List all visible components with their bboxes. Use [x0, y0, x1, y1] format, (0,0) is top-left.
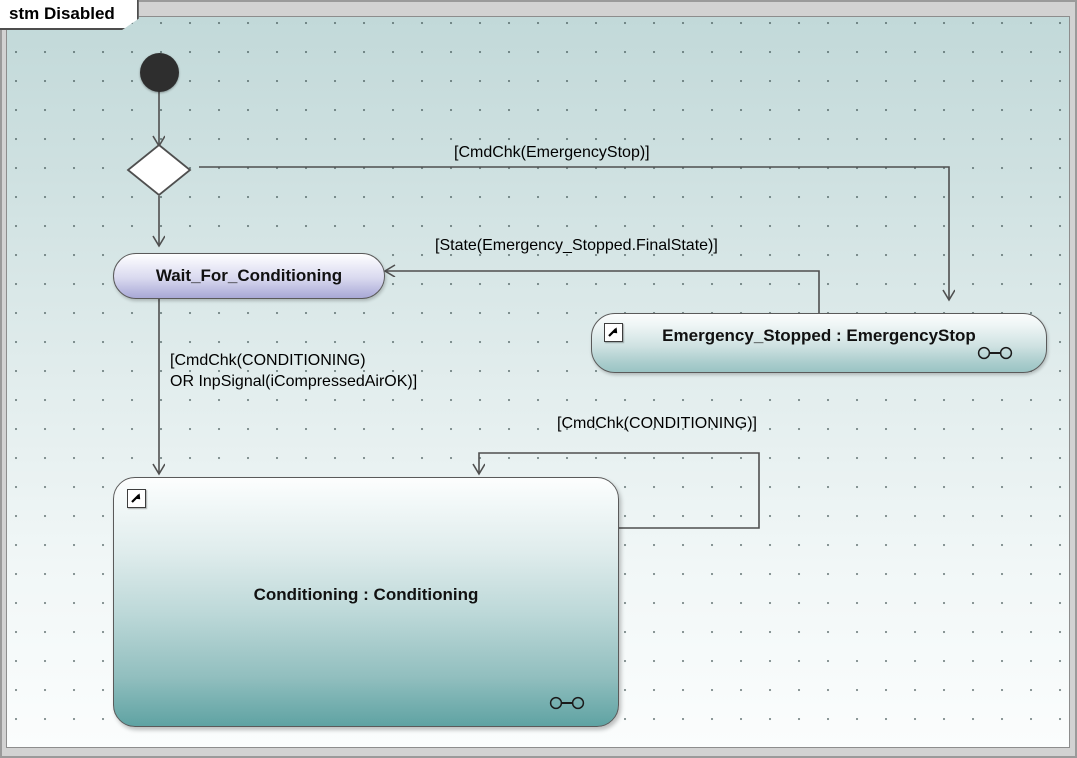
guard-label-conditioning-line1: [CmdChk(CONDITIONING)	[170, 352, 366, 369]
decision-node[interactable]	[126, 143, 192, 197]
guard-label-conditioning: [CmdChk(CONDITIONING) OR InpSignal(iComp…	[170, 350, 417, 392]
submachine-indicator-icon	[549, 696, 585, 715]
guard-label-emergency-stop: [CmdChk(EmergencyStop)]	[454, 144, 650, 161]
arrow-up-right-icon	[131, 493, 141, 503]
diagram-canvas[interactable]: Wait_For_Conditioning Emergency_Stopped …	[6, 16, 1070, 748]
initial-node[interactable]	[140, 53, 179, 92]
arrow-up-right-icon	[608, 327, 618, 337]
conditioning-label: Conditioning : Conditioning	[253, 585, 479, 604]
diamond-icon	[126, 143, 192, 197]
frame-name-label: stm Disabled	[9, 4, 115, 23]
frame-name-tab: stm Disabled	[0, 0, 139, 30]
submachine-indicator-icon	[977, 346, 1013, 365]
guard-label-conditioning-self: [CmdChk(CONDITIONING)]	[557, 415, 757, 432]
wait-for-conditioning-label: Wait_For_Conditioning	[155, 266, 343, 285]
guard-label-conditioning-line2: OR InpSignal(iCompressedAirOK)]	[170, 373, 418, 390]
wait-for-conditioning-state[interactable]: Wait_For_Conditioning	[113, 253, 385, 299]
submachine-ref-icon[interactable]	[604, 323, 623, 342]
emergency-stopped-label: Emergency_Stopped : EmergencyStop	[662, 326, 976, 345]
conditioning-state[interactable]: Conditioning : Conditioning	[113, 477, 619, 727]
submachine-ref-icon[interactable]	[127, 489, 146, 508]
emergency-stopped-state[interactable]: Emergency_Stopped : EmergencyStop	[591, 313, 1047, 373]
guard-label-emergency-final-state: [State(Emergency_Stopped.FinalState)]	[435, 237, 718, 254]
edge-emergency-to-wait	[385, 271, 820, 313]
